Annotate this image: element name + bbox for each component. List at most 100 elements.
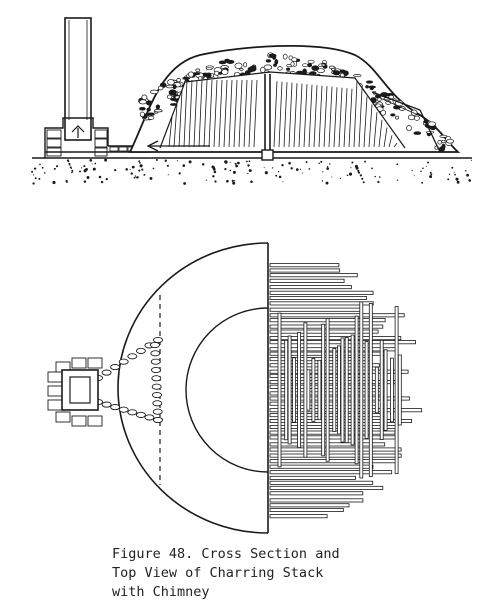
wood-billet bbox=[269, 285, 352, 290]
wood-billet bbox=[253, 79, 258, 148]
soil-speck bbox=[66, 181, 68, 183]
flue-brick bbox=[152, 400, 163, 407]
soil-speck bbox=[232, 170, 236, 174]
soil-speck bbox=[214, 180, 217, 183]
soil-speck bbox=[448, 173, 451, 175]
soil-speck bbox=[52, 180, 56, 185]
soil-speck bbox=[79, 170, 81, 173]
gravel-stone bbox=[413, 115, 420, 121]
soil-speck bbox=[139, 162, 141, 164]
wood-billet bbox=[297, 331, 302, 448]
wood-billet bbox=[203, 79, 208, 148]
wood-billet bbox=[313, 85, 318, 148]
soil-speck bbox=[129, 168, 131, 170]
soil-speck bbox=[430, 173, 433, 176]
flue-brick bbox=[150, 358, 161, 365]
wood-billet bbox=[293, 83, 298, 148]
gravel-stone bbox=[307, 59, 315, 64]
wood-billet bbox=[363, 96, 368, 148]
gravel-stone bbox=[206, 67, 213, 71]
brick bbox=[94, 138, 108, 148]
flue-brick bbox=[127, 409, 138, 416]
soil-speck bbox=[447, 178, 450, 181]
ground-surface bbox=[31, 157, 472, 185]
soil-speck bbox=[288, 161, 291, 165]
gravel-stone bbox=[286, 67, 291, 71]
wood-billet bbox=[228, 79, 233, 148]
soil-speck bbox=[346, 174, 349, 177]
gravel-stone bbox=[353, 74, 362, 78]
flue-brick bbox=[151, 375, 162, 382]
wood-billet bbox=[359, 301, 364, 479]
wood-billet bbox=[269, 503, 350, 508]
brick bbox=[47, 399, 63, 411]
gravel-stone bbox=[339, 69, 346, 73]
soil-speck bbox=[308, 168, 311, 170]
soil-speck bbox=[94, 162, 97, 165]
gravel-stone bbox=[192, 72, 201, 76]
soil-speck bbox=[413, 175, 415, 177]
gravel-stone bbox=[157, 85, 164, 91]
soil-speck bbox=[355, 166, 359, 170]
charring-stack-figure bbox=[31, 17, 472, 534]
soil-speck bbox=[453, 171, 455, 173]
soil-speck bbox=[167, 174, 169, 176]
wood-billet bbox=[269, 278, 345, 283]
soil-speck bbox=[396, 179, 399, 181]
soil-speck bbox=[468, 179, 472, 182]
gravel-stone bbox=[274, 59, 279, 65]
brick bbox=[109, 146, 119, 152]
gravel-stone bbox=[321, 63, 326, 67]
wood-billet bbox=[340, 337, 345, 443]
soil-speck bbox=[143, 173, 146, 176]
gravel-stone bbox=[302, 63, 309, 68]
soil-speck bbox=[318, 162, 320, 165]
gravel-stone bbox=[268, 53, 277, 58]
soil-speck bbox=[301, 172, 303, 174]
gravel-stone bbox=[291, 57, 298, 62]
soil-speck bbox=[70, 167, 72, 170]
soil-speck bbox=[331, 176, 333, 178]
wood-stack-top bbox=[269, 263, 423, 519]
soil-speck bbox=[464, 169, 467, 172]
wood-billet bbox=[337, 345, 341, 435]
wood-billet bbox=[288, 82, 293, 148]
gravel-stone bbox=[139, 106, 146, 111]
wood-billet bbox=[269, 485, 384, 490]
soil-speck bbox=[67, 160, 70, 163]
gravel-stone bbox=[166, 84, 174, 89]
soil-speck bbox=[263, 167, 265, 169]
wood-billet bbox=[325, 318, 330, 462]
soil-speck bbox=[290, 167, 293, 170]
soil-speck bbox=[357, 171, 361, 174]
soil-speck bbox=[234, 162, 237, 165]
wood-billet bbox=[269, 313, 405, 318]
soil-speck bbox=[224, 160, 228, 164]
gravel-stone bbox=[221, 68, 229, 76]
top-view bbox=[47, 242, 423, 534]
wood-billet bbox=[198, 79, 203, 148]
soil-speck bbox=[38, 177, 41, 180]
soil-speck bbox=[455, 177, 459, 181]
soil-speck bbox=[33, 167, 37, 170]
wood-billet bbox=[238, 79, 243, 148]
gravel-stone bbox=[218, 60, 227, 65]
soil-speck bbox=[224, 168, 227, 171]
wood-billet bbox=[383, 349, 388, 431]
soil-speck bbox=[467, 175, 469, 177]
soil-speck bbox=[31, 170, 34, 173]
brick bbox=[71, 415, 87, 427]
wood-billet bbox=[173, 103, 178, 148]
soil-speck bbox=[155, 159, 158, 161]
flue-brick bbox=[110, 364, 121, 371]
gravel-stone bbox=[147, 115, 155, 120]
soil-speck bbox=[233, 180, 236, 182]
soil-speck bbox=[98, 175, 102, 179]
wood-billet bbox=[321, 323, 326, 457]
outer-ring bbox=[117, 242, 269, 534]
soil-speck bbox=[348, 172, 353, 176]
soil-speck bbox=[451, 166, 454, 169]
soil-speck bbox=[213, 170, 217, 174]
soil-speck bbox=[32, 174, 35, 176]
soil-speck bbox=[411, 170, 413, 172]
